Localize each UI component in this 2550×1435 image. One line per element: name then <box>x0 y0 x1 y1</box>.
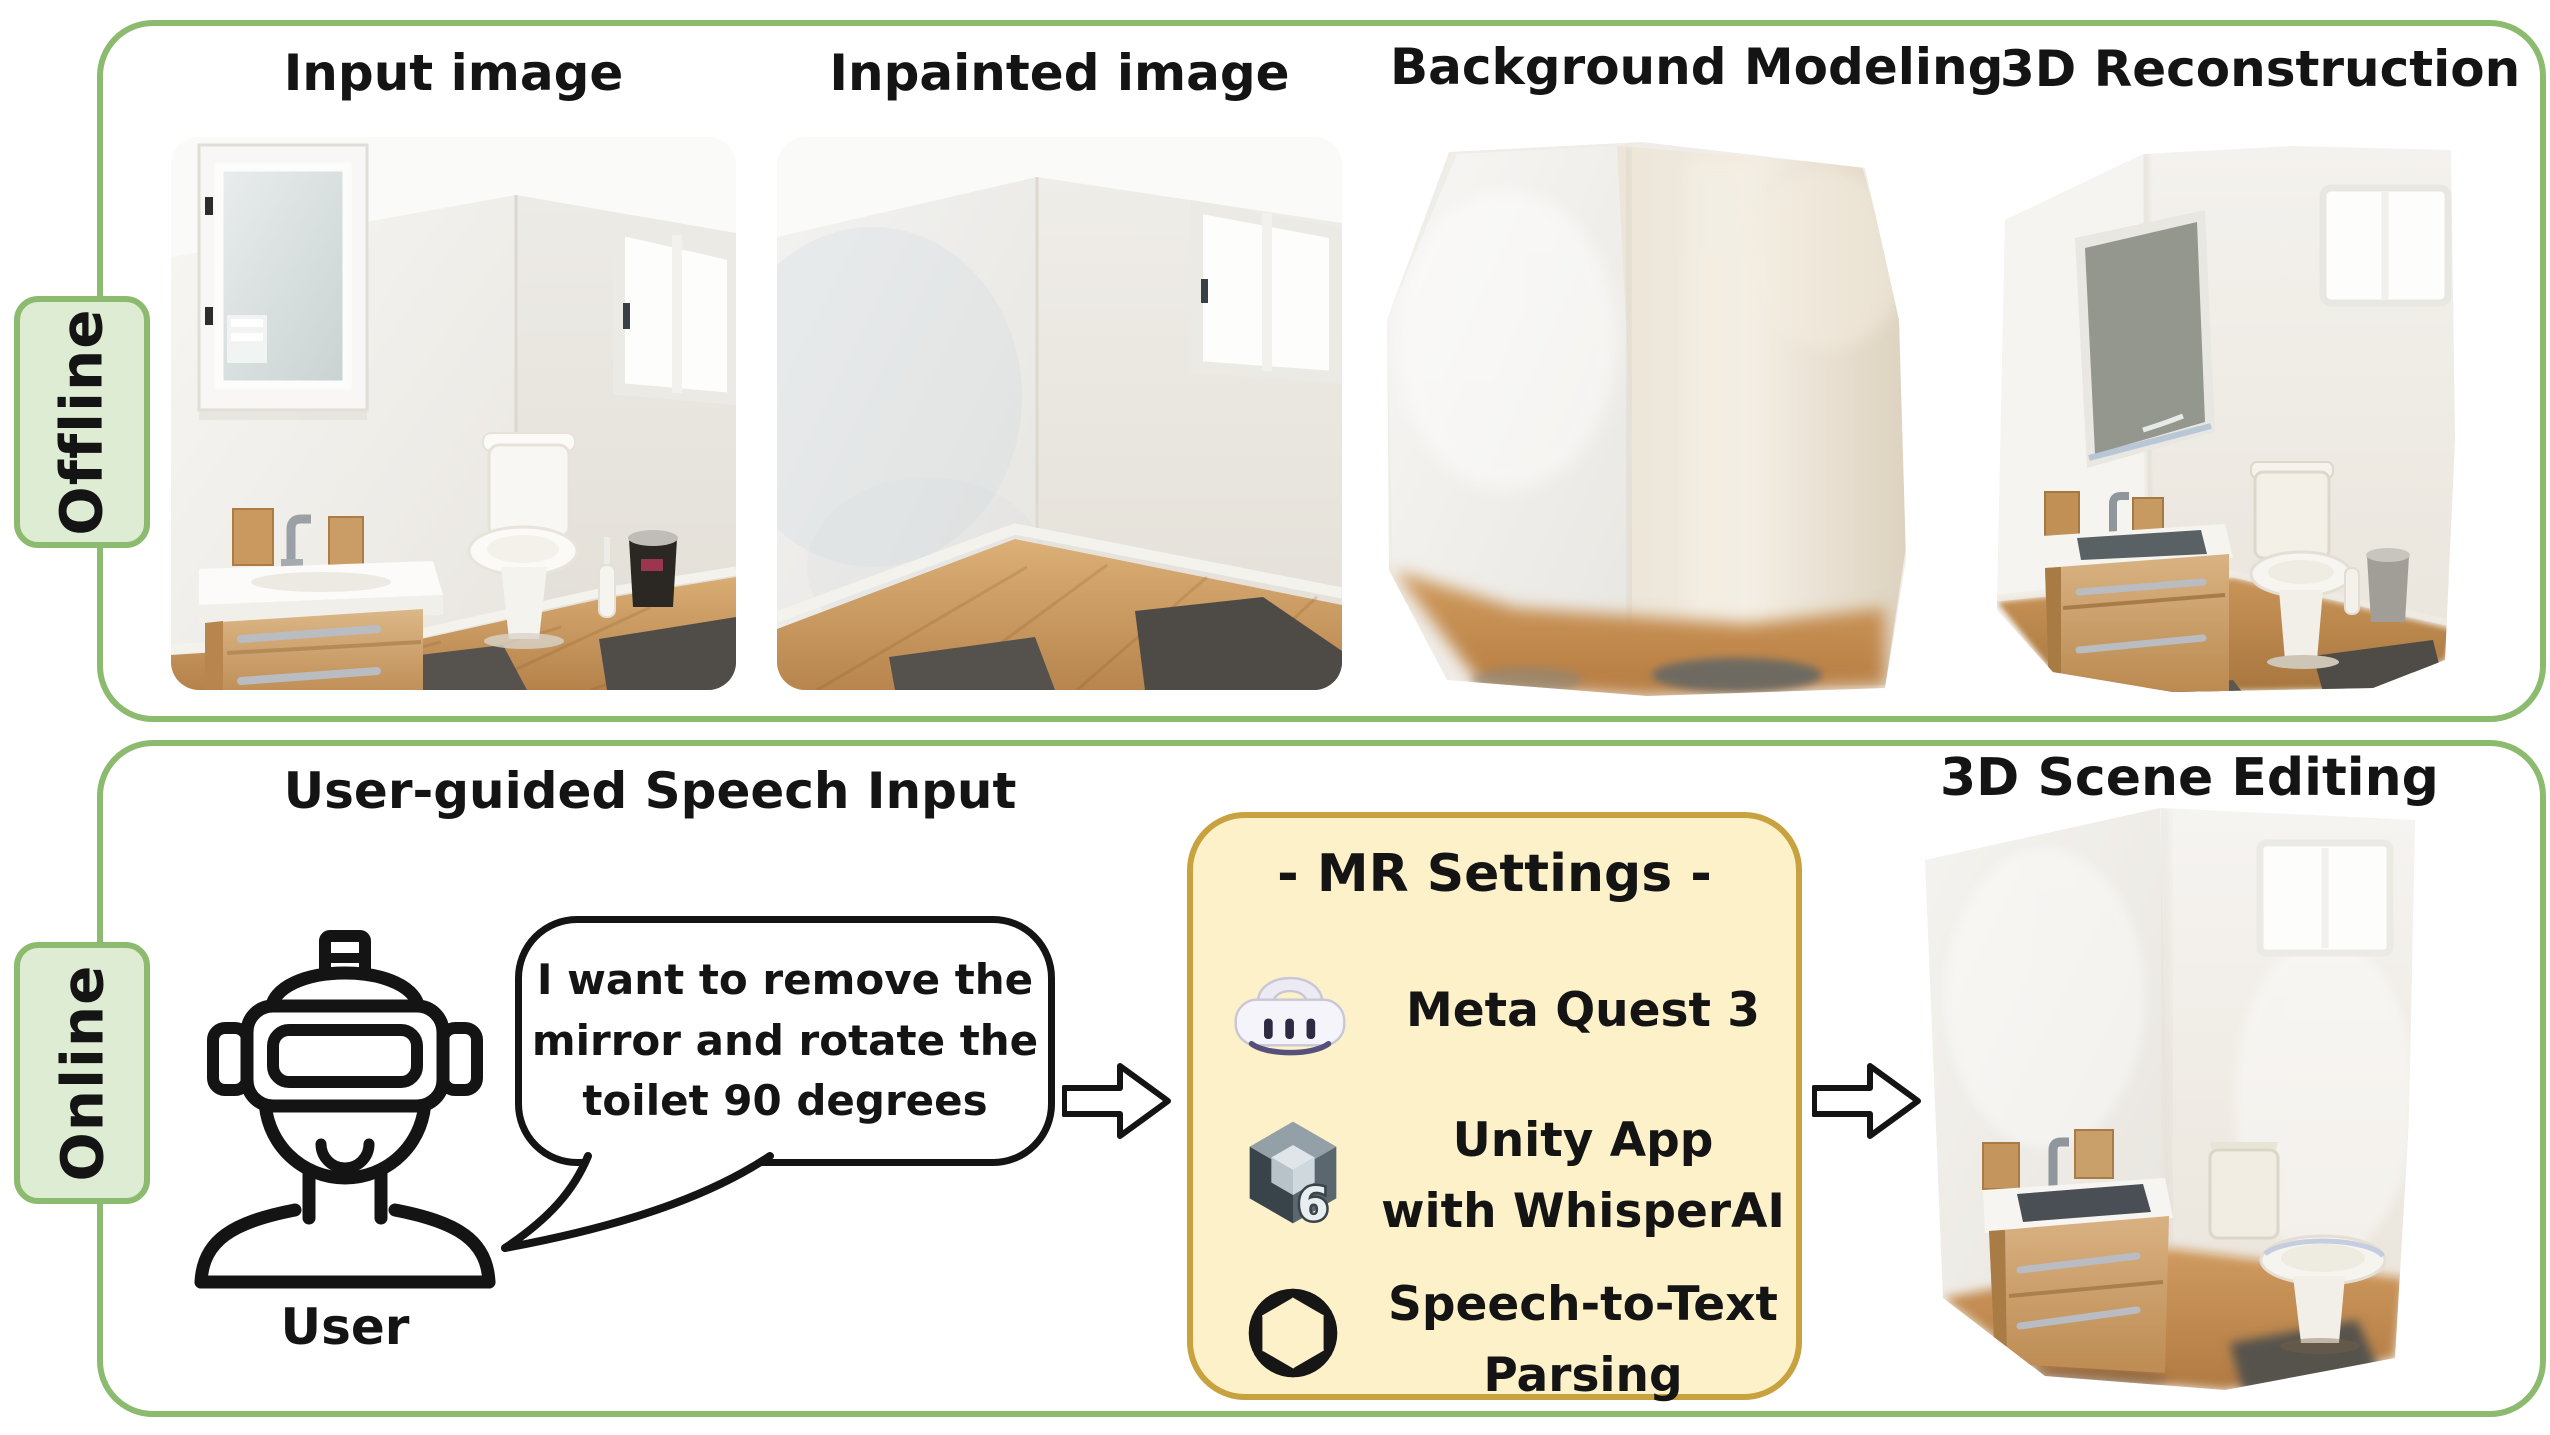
inpainted-image-photo <box>777 137 1342 690</box>
user-caption: User <box>280 1298 410 1356</box>
bubble-line-1: I want to remove the <box>536 954 1034 1004</box>
column-title-background-modeling: Background Modeling <box>1390 38 2004 96</box>
arrow-mr-to-scene-icon <box>1812 1063 1921 1139</box>
trash-bin <box>628 530 678 607</box>
speech-bubble-tail <box>501 1152 774 1252</box>
column-title-inpainted-image: Inpainted image <box>829 44 1290 102</box>
bubble-line-3: toilet 90 degrees <box>582 1076 988 1126</box>
online-label-text: Online <box>48 964 116 1182</box>
vr-user-icon <box>194 930 496 1289</box>
mr-item-meta-quest: Meta Quest 3 <box>1406 983 1760 1038</box>
sink-vanity-mesh <box>1982 1129 2173 1390</box>
rug <box>889 637 1055 690</box>
window <box>1191 199 1341 384</box>
input-image-photo <box>171 137 736 690</box>
mr-settings-box: - MR Settings - Meta Quest 3 6 Unity App <box>1187 812 1802 1403</box>
rug-smudge <box>1652 658 1822 692</box>
unity-6-icon: 6 <box>1249 1121 1337 1234</box>
unity-badge: 6 <box>1297 1178 1328 1231</box>
openai-icon <box>1248 1288 1338 1378</box>
3d-scene-editing-render <box>1925 808 2415 1390</box>
rotated-toilet-mesh <box>2208 1142 2387 1354</box>
mirror-cabinet <box>197 143 369 420</box>
bubble-line-2: mirror and rotate the <box>531 1015 1039 1065</box>
speech-bubble: I want to remove the mirror and rotate t… <box>515 916 1055 1166</box>
mr-item-unity: Unity App with WhisperAI <box>1381 1113 1785 1239</box>
3d-reconstruction-render <box>1997 146 2455 692</box>
toilet <box>467 432 579 649</box>
meta-quest-3-icon <box>1234 976 1346 1056</box>
offline-section-label: Offline <box>14 296 150 548</box>
mr-item-speech-to-text: Speech-to-Text Parsing <box>1388 1277 1778 1403</box>
toilet-brush-mesh <box>2344 567 2360 615</box>
scene-editing-title: 3D Scene Editing <box>1940 748 2439 808</box>
speech-input-title: User-guided Speech Input <box>283 762 1017 820</box>
background-modeling-render <box>1387 142 1906 696</box>
column-title-3d-reconstruction: 3D Reconstruction <box>2000 40 2521 98</box>
sink-vanity-mesh <box>2041 491 2233 692</box>
online-section-label: Online <box>14 942 150 1204</box>
baseboard <box>777 523 1342 623</box>
rug <box>599 617 736 690</box>
toilet-mesh <box>2249 461 2353 669</box>
mirror-mesh <box>2075 210 2215 468</box>
column-title-input-image: Input image <box>283 44 624 102</box>
toilet-brush <box>598 537 616 618</box>
sink-vanity <box>199 508 443 690</box>
arrow-bubble-to-mr-icon <box>1062 1063 1171 1139</box>
rug <box>1135 597 1342 690</box>
trash-bin-mesh <box>2366 548 2410 622</box>
window <box>613 221 736 406</box>
offline-label-text: Offline <box>48 308 117 536</box>
mr-settings-title: - MR Settings - <box>1277 844 1712 904</box>
